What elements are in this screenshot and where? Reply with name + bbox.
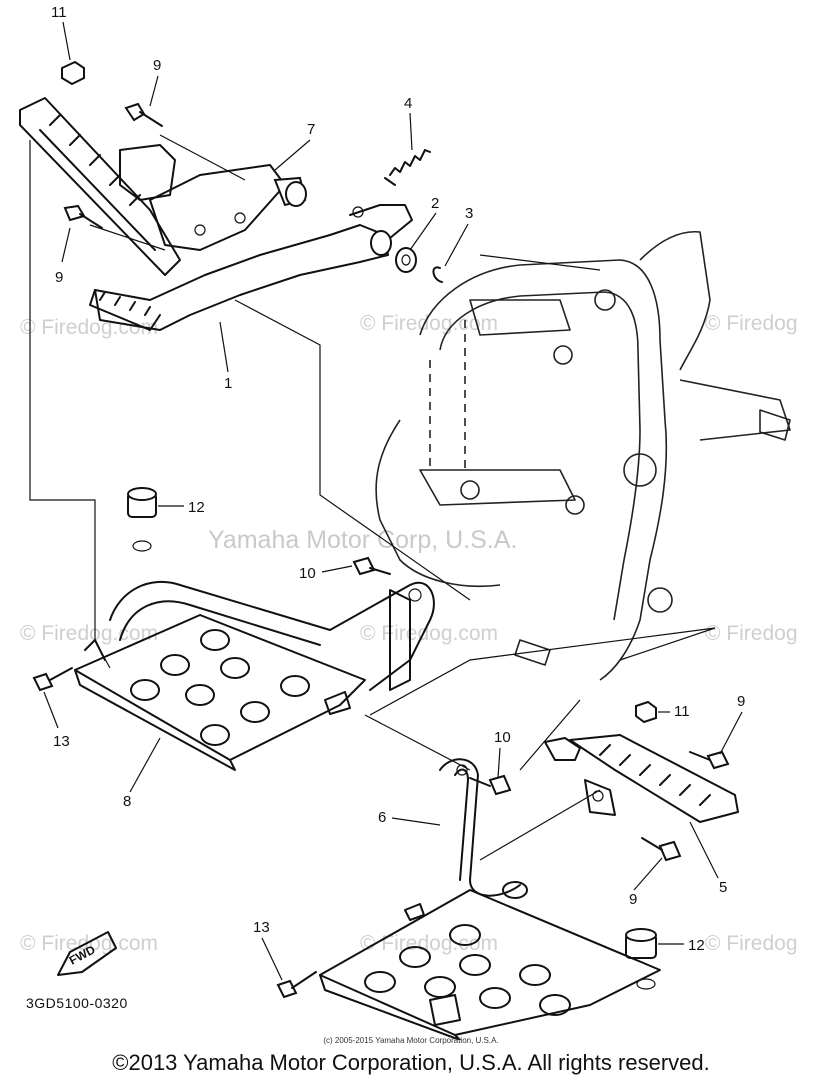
callout-13: 13 — [53, 733, 70, 750]
parts-diagram: © Firedog.com © Firedog.com © Firedog © … — [19, 4, 798, 1040]
frame-outline — [375, 230, 791, 681]
watermarks: © Firedog.com © Firedog.com © Firedog © … — [20, 312, 798, 955]
callout-12: 12 — [688, 937, 705, 954]
watermark: © Firedog.com — [20, 316, 158, 339]
callout-10: 10 — [299, 565, 316, 582]
callout-10: 10 — [494, 729, 511, 746]
callout-1: 1 — [224, 375, 232, 392]
watermark: © Firedog — [705, 312, 798, 335]
copyright-notice: ©2013 Yamaha Motor Corporation, U.S.A. A… — [112, 1050, 710, 1075]
callout-9: 9 — [737, 693, 745, 710]
watermark: © Firedog.com — [360, 932, 498, 955]
callout-7: 7 — [307, 121, 315, 138]
watermark: © Firedog — [705, 622, 798, 645]
leader-lines — [29, 134, 716, 861]
part-brake-pedal — [89, 204, 413, 331]
callout-13: 13 — [253, 919, 270, 936]
part-right-footrest-bracket — [544, 734, 739, 823]
part-left-footrest-bracket — [19, 97, 307, 276]
watermark: © Firedog.com — [20, 932, 158, 955]
small-copyright: (c) 2005-2015 Yamaha Motor Corporation, … — [323, 1036, 499, 1045]
part-left-guard — [74, 580, 435, 771]
hardware — [32, 60, 730, 999]
fwd-arrow: FWD — [57, 931, 117, 976]
watermark: © Firedog — [705, 932, 798, 955]
callout-3: 3 — [465, 205, 473, 222]
watermark: © Firedog.com — [360, 312, 498, 335]
diagram-code: 3GD5100-0320 — [26, 995, 128, 1011]
callout-11: 11 — [674, 703, 690, 720]
callout-6: 6 — [378, 809, 386, 826]
callout-12: 12 — [188, 499, 205, 516]
callout-8: 8 — [123, 793, 131, 810]
callout-9: 9 — [55, 269, 63, 286]
callouts: 11 9 4 7 2 3 9 1 12 10 13 8 11 9 10 6 5 … — [43, 4, 745, 981]
watermark: © Firedog.com — [360, 622, 498, 645]
callout-11: 11 — [51, 4, 67, 21]
callout-5: 5 — [719, 879, 727, 896]
callout-9: 9 — [629, 891, 637, 908]
callout-2: 2 — [431, 195, 439, 212]
callout-4: 4 — [404, 95, 412, 112]
yamaha-watermark: Yamaha Motor Corp, U.S.A. — [208, 526, 517, 554]
watermark: © Firedog.com — [20, 622, 158, 645]
part-right-guard — [319, 758, 661, 1040]
callout-9: 9 — [153, 57, 161, 74]
